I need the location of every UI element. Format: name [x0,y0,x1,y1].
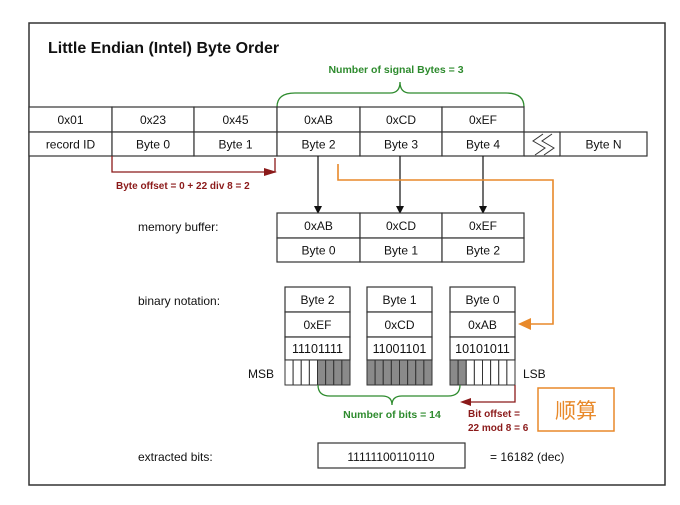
signal-bytes-label: Number of signal Bytes = 3 [328,64,463,76]
mem-value-2: 0xEF [469,219,497,233]
bit-cell [325,359,335,386]
bit-cell [465,359,475,386]
mem-name-2-cell [441,237,525,263]
memory-buffer-table: 0xAB Byte 0 0xCD Byte 1 0xEF Byte 2 [276,212,525,263]
bit-cell [482,359,492,386]
bit-cell [449,359,459,386]
frame-value-0: 0x01 [57,113,83,127]
mem-value-1-cell [359,212,443,239]
mem-value-1: 0xCD [386,219,416,233]
byte-offset-arrowhead-icon [264,168,277,176]
frame-value-2: 0x45 [222,113,248,127]
msb-label: MSB [248,367,274,381]
bit-offset-arrow [470,385,516,403]
bin-name-1-cell [366,286,433,313]
bin-hex-0: 0xEF [303,318,331,332]
bit-cell [308,359,318,386]
bin-bits-2: 10101011 [455,342,510,356]
bit-cell [292,359,302,386]
bit-cell [415,359,425,386]
bin-bits-1: 11001101 [373,342,427,356]
bit-cell [506,359,516,386]
mem-name-0-cell [276,237,361,263]
frame-name-3: Byte 2 [301,138,335,152]
mem-name-2: Byte 2 [466,244,500,258]
break-squiggle-icon [532,133,555,156]
byte-offset-arrow [111,156,276,173]
bit-cell [382,359,392,386]
frame-name-2: Byte 1 [218,138,252,152]
num-bits-brace [317,384,461,406]
annotation-text: 顺算 [555,400,597,423]
mem-name-1: Byte 1 [384,244,418,258]
frame-name-5-cell [441,131,525,157]
memory-buffer-label: memory buffer: [138,220,218,234]
bit-cell [399,359,409,386]
bit-cell [457,359,467,386]
annotation-box [537,387,615,432]
extracted-bits-label: extracted bits: [138,450,213,464]
bin-hex-0-cell [284,311,351,338]
frame-value-5: 0xEF [469,113,497,127]
bin-bits-0: 11101111 [292,342,343,356]
frame-value-0-cell [28,106,113,133]
num-bits-label: Number of bits = 14 [343,409,441,421]
frame-name-last-cell [559,131,648,157]
bit-cell [300,359,310,386]
mem-name-0: Byte 0 [301,244,335,258]
frame-name-0-cell [28,131,113,157]
mem-value-0-cell [276,212,361,239]
binary-notation-table: Byte 2 0xEF 11101111 Byte 1 0xCD 11001101 Byte… [284,286,516,386]
bit-cell [407,359,417,386]
bit-cell [498,359,508,386]
lsb-label: LSB [523,367,546,381]
orange-arrowhead-icon [518,318,531,330]
signal-bytes-brace [276,81,525,108]
bin-name-0-cell [284,286,351,313]
bit-cell [333,359,343,386]
bit-cell [473,359,483,386]
bin-hex-1: 0xCD [384,318,414,332]
frame-name-1: Byte 0 [136,138,170,152]
frame-name-5: Byte 4 [466,138,500,152]
bin-name-2: Byte 0 [465,293,499,307]
bit-cell [374,359,384,386]
bin-hex-2-cell [449,311,516,338]
mem-value-2-cell [441,212,525,239]
frame-value-4: 0xCD [386,113,416,127]
binary-notation-label: binary notation: [138,294,220,308]
frame-name-0: record ID [46,138,96,152]
frame-name-3-cell [276,131,361,157]
bit-offset-label-line2: 22 mod 8 = 6 [468,423,529,434]
byte-offset-label: Byte offset = 0 + 22 div 8 = 2 [116,181,250,192]
bit-cell [341,359,351,386]
orange-start-arrow [337,164,554,325]
bit-cell [284,359,294,386]
extracted-bits-value: 11111100110110 [347,450,435,464]
bit-cell [366,359,376,386]
bin-name-1: Byte 1 [382,293,416,307]
bit-cell [423,359,433,386]
mem-value-0: 0xAB [304,219,333,233]
bit-offset-label-line1: Bit offset = [468,409,520,420]
bit-cell [490,359,500,386]
frame-name-last: Byte N [585,138,621,152]
bit-cell [317,359,327,386]
frame-value-5-cell [441,106,525,133]
frame-value-3: 0xAB [304,113,333,127]
bin-name-0: Byte 2 [300,293,334,307]
frame-name-4: Byte 3 [384,138,418,152]
diagram-title: Little Endian (Intel) Byte Order [48,40,279,57]
extracted-bits-decimal: = 16182 (dec) [490,450,564,464]
bit-cell [390,359,400,386]
frame-name-1-cell [111,131,195,157]
frame-name-4-cell [359,131,443,157]
frame-value-1: 0x23 [140,113,166,127]
extracted-bits-box [317,442,466,469]
bin-hex-2: 0xAB [468,318,497,332]
bit-offset-arrowhead-icon [460,398,471,406]
